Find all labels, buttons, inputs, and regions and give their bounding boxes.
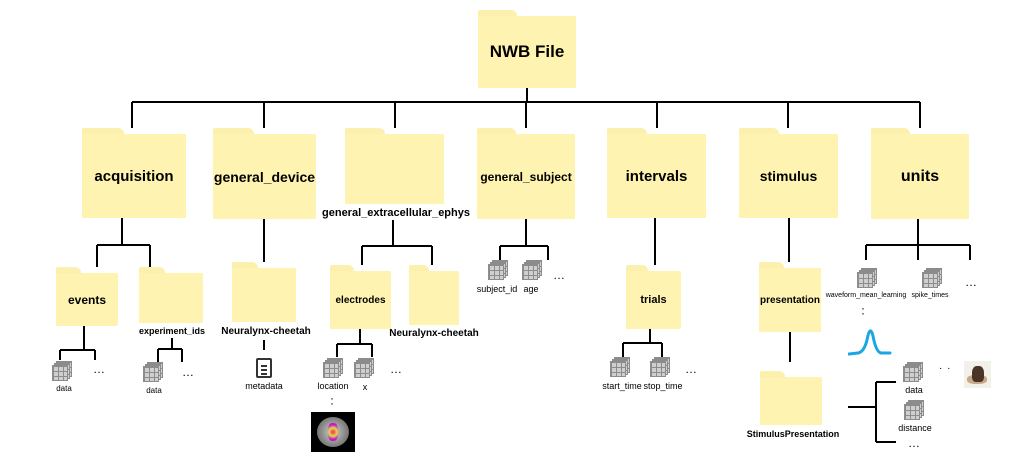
- folder-nwb-file: NWB File: [478, 10, 576, 88]
- start-time-dataset-icon: [610, 357, 630, 377]
- trials-label: trials: [640, 294, 667, 306]
- events-data-dataset-icon: [52, 361, 72, 381]
- electrodes-more: …: [390, 362, 403, 376]
- distance-dataset-icon: [904, 400, 924, 420]
- acquisition-label: acquisition: [94, 167, 174, 185]
- experiment-ids-label: experiment_ids: [138, 326, 206, 336]
- subject-id-dataset-icon: [488, 260, 508, 280]
- folder-presentation: presentation: [759, 262, 821, 332]
- folder-general-device: general_device: [213, 128, 316, 219]
- waveform-mean-learning-dataset-icon: [857, 268, 877, 288]
- experiment-ids-data-label: data: [146, 386, 162, 395]
- events-more: …: [93, 362, 106, 376]
- metadata-label: metadata: [245, 381, 283, 391]
- stimulus-data-label: data: [905, 385, 923, 395]
- folder-electrodes: electrodes: [330, 265, 391, 329]
- stimulus-label: stimulus: [759, 168, 818, 184]
- x-label: x: [362, 382, 368, 392]
- experiment-ids-data-dataset-icon: [143, 362, 163, 382]
- location-dataset-icon: [323, 358, 343, 378]
- general-device-label: general_device: [213, 168, 316, 185]
- stop-time-label: stop_time: [643, 381, 683, 391]
- stimulus-data-dataset-icon: [903, 362, 923, 382]
- trials-more: …: [685, 362, 698, 376]
- stimulus-data-more: · ·: [939, 363, 952, 374]
- stimulus-image-thumbnail: [964, 361, 991, 388]
- folder-stimulus-presentation: [760, 371, 822, 425]
- waveform-plot: [848, 329, 892, 356]
- experiment-ids-more: …: [182, 365, 195, 379]
- folder-experiment-ids: [139, 267, 203, 323]
- spike-times-label: spike_times: [911, 292, 949, 299]
- folder-trials: trials: [626, 265, 681, 329]
- location-label: location: [317, 381, 349, 391]
- folder-intervals: intervals: [607, 128, 706, 218]
- subject-more: …: [553, 268, 566, 282]
- electrodes-label: electrodes: [335, 294, 386, 306]
- stimulus-more: …: [908, 436, 921, 450]
- folder-stimulus: stimulus: [739, 128, 838, 218]
- folder-general-subject: general_subject: [477, 128, 575, 219]
- start-time-label: start_time: [602, 381, 642, 391]
- location-vertical-ellipsis: ··: [330, 391, 334, 410]
- age-label: age: [523, 284, 539, 294]
- units-label: units: [900, 167, 940, 185]
- folder-neuralynx-cheetah-ephys: [409, 265, 459, 325]
- events-label: events: [67, 292, 107, 307]
- folder-units: units: [871, 128, 969, 219]
- stimulus-presentation-label: StimulusPresentation: [746, 429, 840, 439]
- neuralynx-cheetah-device-label: Neuralynx-cheetah: [221, 326, 311, 337]
- waveform-vertical-ellipsis: ··: [861, 301, 865, 320]
- x-dataset-icon: [354, 358, 374, 378]
- intervals-label: intervals: [625, 167, 688, 185]
- metadata-document-icon: [256, 358, 272, 378]
- folder-general-extracellular-ephys: [345, 128, 444, 204]
- folder-events: events: [56, 267, 118, 326]
- subject-id-label: subject_id: [476, 284, 518, 294]
- waveform-mean-learning-label: waveform_mean_learning: [825, 292, 907, 299]
- general-extracellular-ephys-label: general_extracellular_ephys: [322, 207, 470, 219]
- nwb-file-label: NWB File: [489, 42, 565, 61]
- brain-electrode-image: [311, 412, 355, 452]
- events-data-label: data: [56, 384, 72, 393]
- presentation-label: presentation: [759, 294, 820, 306]
- folder-neuralynx-cheetah-device: [232, 262, 296, 322]
- stop-time-dataset-icon: [650, 357, 670, 377]
- age-dataset-icon: [522, 260, 542, 280]
- general-subject-label: general_subject: [480, 169, 572, 184]
- spike-times-dataset-icon: [922, 268, 942, 288]
- folder-acquisition: acquisition: [82, 128, 186, 218]
- distance-label: distance: [898, 423, 932, 433]
- neuralynx-cheetah-ephys-label: Neuralynx-cheetah: [389, 328, 479, 339]
- units-more: …: [965, 275, 978, 289]
